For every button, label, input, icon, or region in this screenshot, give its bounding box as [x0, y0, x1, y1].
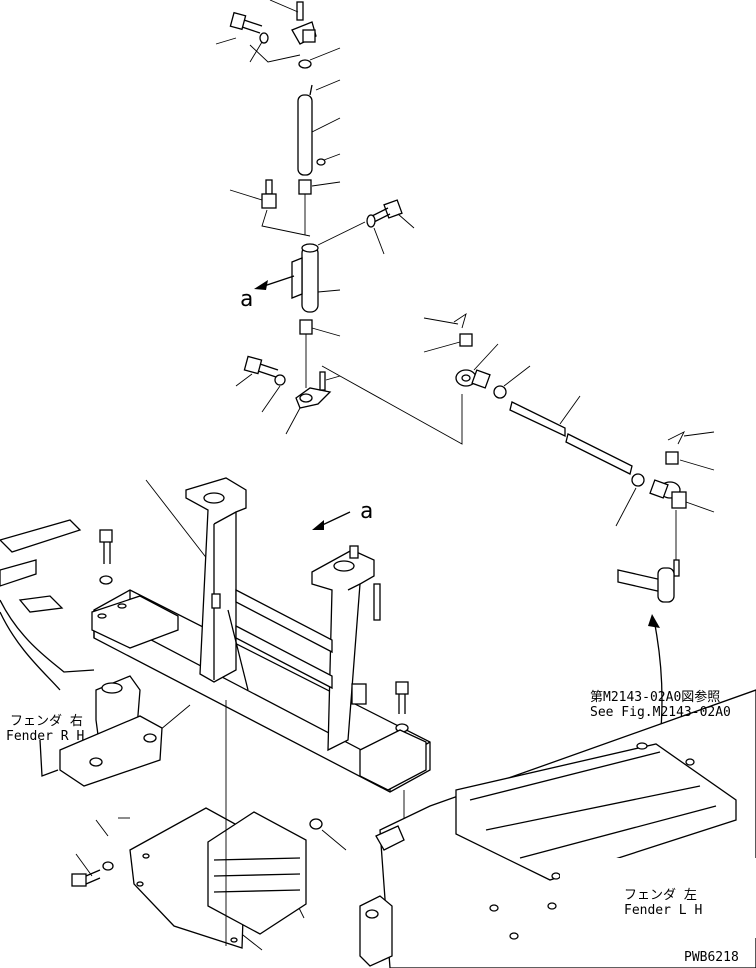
rod-end-right [649, 479, 687, 509]
leader-lines [75, 0, 715, 951]
fender-left-hand [359, 689, 756, 968]
right-linkage [453, 312, 687, 741]
reference-jp: 第M2143-02A0図参照 [590, 690, 721, 705]
grease-fitting [261, 179, 277, 209]
bolt-frame-left [99, 529, 113, 585]
bolt-mid-right [369, 199, 403, 224]
drawing-code: PWB6218 [684, 950, 739, 965]
bolt-plate [71, 861, 114, 887]
clevis-top [291, 1, 317, 45]
collar-lower [299, 319, 313, 335]
collar-upper [298, 179, 312, 195]
rod-upper [297, 94, 313, 176]
nut-right-mid [493, 385, 507, 399]
washer-mid [366, 214, 376, 228]
nut-upper [298, 59, 312, 69]
fender-right-label: フェンダ 右 Fender R H [6, 714, 84, 744]
reference-en: See Fig.M2143-02A0 [590, 705, 731, 720]
pillar-right [311, 545, 381, 752]
fender-left-label: フェンダ 左 Fender L H [624, 888, 702, 918]
pillar-left [185, 477, 247, 683]
stand-frame [91, 477, 431, 793]
rod-end-left [455, 369, 491, 389]
lever-lower-right [617, 559, 680, 603]
nut-right-low [631, 473, 645, 487]
nut-right-top [459, 333, 473, 347]
fender-left-jp: フェンダ 左 [624, 888, 697, 903]
step-grille [207, 811, 307, 935]
reference-note: 第M2143-02A0図参照 See Fig.M2143-02A0 [590, 690, 731, 720]
view-marker-lower: a [360, 499, 373, 524]
long-rod [509, 401, 633, 475]
arm-lower [295, 371, 332, 409]
bolt-top-left [229, 11, 263, 34]
washer-plate [309, 818, 323, 830]
fender-right-hand [0, 519, 163, 787]
fender-right-jp: フェンダ 右 [10, 714, 83, 729]
pin-small [316, 158, 326, 166]
washer-lower [274, 374, 286, 386]
fender-left-en: Fender L H [624, 903, 703, 918]
upper-linkage [229, 1, 403, 409]
bolt-frame-right [395, 681, 409, 733]
bolt-lower-left [243, 355, 279, 378]
fender-right-en: Fender R H [6, 729, 85, 744]
washer-top [259, 32, 269, 44]
tube-lower [291, 243, 319, 313]
nut-far-right [665, 451, 679, 465]
view-marker-upper: a [240, 287, 253, 312]
